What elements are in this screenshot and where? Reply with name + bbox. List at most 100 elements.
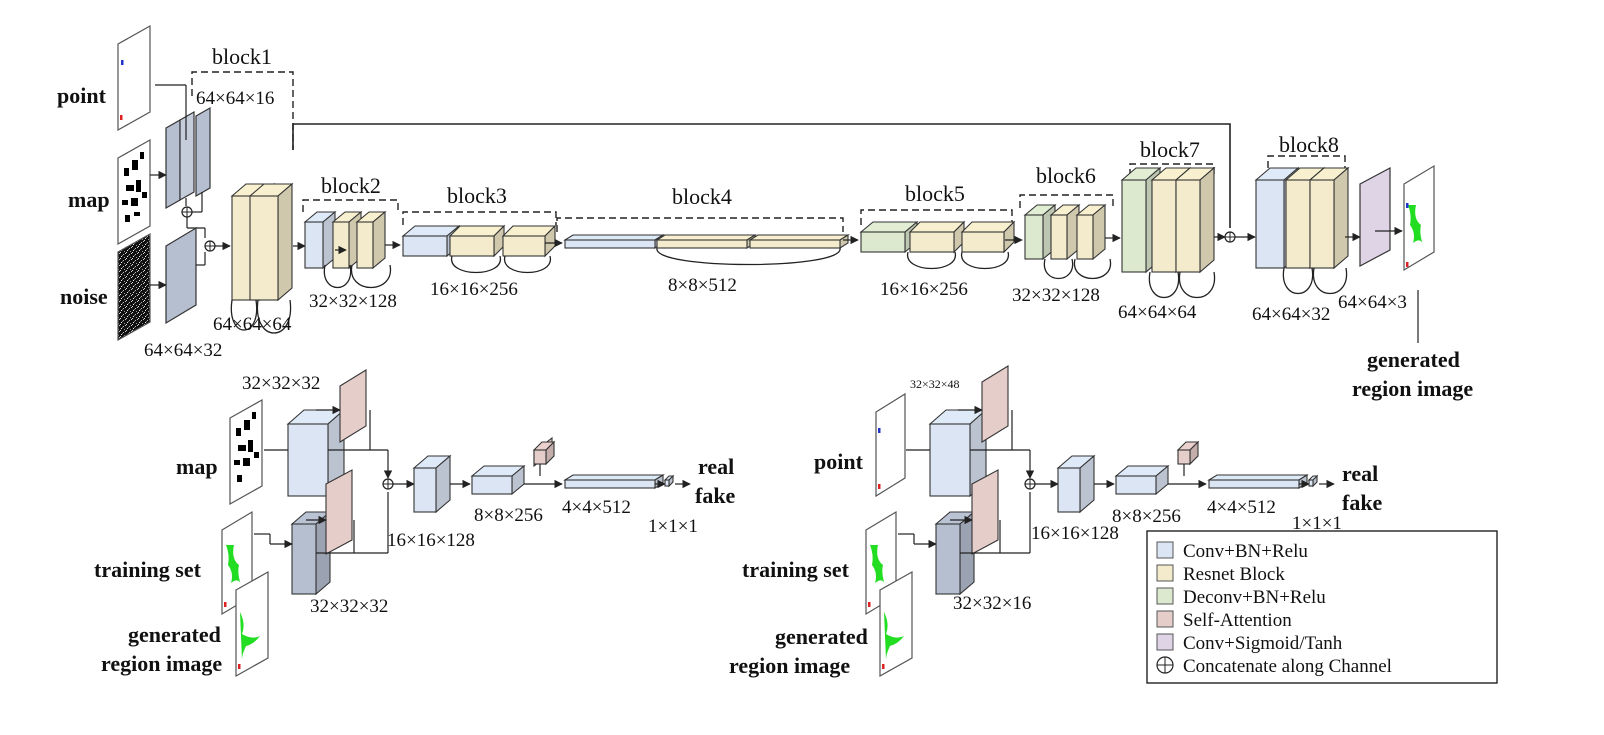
block7-boxes	[1120, 166, 1216, 298]
legend-swatch	[1156, 564, 1174, 582]
disc-left-top-dim: 32×32×32	[242, 373, 320, 394]
conv-box	[1056, 454, 1096, 514]
block1-resnet-boxes	[230, 182, 294, 334]
conv-box	[1114, 464, 1170, 496]
block6-bracket	[1019, 194, 1114, 208]
disc-left-boxes	[254, 369, 691, 596]
disc-left-map-image	[229, 398, 263, 506]
disc-right-fake-label: fake	[1342, 490, 1383, 515]
disc-right-real-label: real	[1342, 461, 1378, 486]
input-label-noise: noise	[60, 284, 108, 309]
block3-dim-label: 16×16×256	[430, 279, 518, 300]
disc-right-top-dim: 32×32×48	[910, 377, 960, 391]
conv-box	[303, 210, 337, 270]
resnet-box	[448, 224, 506, 258]
resnet-box	[655, 234, 757, 249]
generated-output-image	[1403, 164, 1435, 272]
attention-plane	[339, 369, 367, 443]
disc-left-real-label: real	[698, 454, 734, 479]
block5-label: block5	[905, 181, 965, 206]
legend-swatch	[1156, 587, 1174, 605]
legend-label: Deconv+BN+Relu	[1183, 587, 1326, 608]
block5-dim-label: 16×16×256	[880, 279, 968, 300]
map-input-image	[117, 138, 151, 246]
deconv-box	[859, 220, 919, 254]
legend-item: Concatenate along Channel	[1156, 656, 1392, 677]
legend-swatch	[1156, 541, 1174, 559]
legend-label: Conv+BN+Relu	[1183, 541, 1308, 562]
block4-dim-label: 8×8×512	[668, 275, 737, 296]
noise-input-image	[117, 232, 151, 342]
input-label-map: map	[68, 187, 110, 212]
block4-boxes	[563, 234, 859, 266]
concat-circle	[1024, 478, 1036, 490]
conv-planes-point-map	[165, 106, 211, 210]
legend-item: Deconv+BN+Relu	[1156, 587, 1326, 608]
disc-left-generated-line2: region image	[101, 651, 222, 676]
block8-label: block8	[1279, 132, 1339, 157]
block1-out-dim-label: 64×64×64	[213, 314, 292, 335]
block1-dim-label: 64×64×16	[196, 88, 274, 109]
disc-right-bottom-dim: 32×32×16	[953, 593, 1031, 614]
conv-box	[563, 474, 665, 489]
block2-label: block2	[321, 173, 381, 198]
conv-box	[1307, 474, 1319, 488]
disc-left-c2-dim: 8×8×256	[474, 505, 543, 526]
resnet-box	[748, 234, 850, 249]
block8-dim-label: 64×64×32	[1252, 304, 1330, 325]
input-label-point: point	[57, 83, 107, 108]
concat-icon	[1156, 656, 1174, 674]
disc-right-c2-dim: 8×8×256	[1112, 506, 1181, 527]
disc-right-c4-dim: 1×1×1	[1292, 513, 1342, 534]
legend-item: Self-Attention	[1156, 610, 1292, 631]
disc-left-training-label: training set	[94, 557, 202, 582]
sigmoid-output-plane	[1359, 167, 1391, 267]
disc-right-generated-line1: generated	[775, 624, 868, 649]
skip-connection-line	[292, 123, 1231, 228]
block5-boxes	[859, 220, 1023, 270]
block3-bracket	[402, 211, 557, 225]
disc-left-bottom-dim: 32×32×32	[310, 596, 388, 617]
block6-label: block6	[1036, 163, 1096, 188]
concat-circle	[382, 478, 394, 490]
block1-bracket	[191, 71, 294, 150]
resnet-box	[1049, 203, 1081, 261]
legend-item: Conv+Sigmoid/Tanh	[1156, 633, 1343, 654]
resnet-box	[1308, 166, 1350, 270]
resnet-box	[908, 220, 966, 254]
conv-box	[286, 408, 346, 498]
disc-left-generated-line1: generated	[128, 622, 221, 647]
conv-box	[563, 234, 665, 249]
resnet-box	[1174, 166, 1216, 274]
block7-dim-label: 64×64×64	[1118, 302, 1197, 323]
disc-left-map-label: map	[176, 454, 218, 479]
legend-swatch	[1156, 610, 1174, 628]
conv-box	[470, 464, 526, 496]
noise-conv-plane	[165, 226, 197, 325]
noise-dim-label: 64×64×32	[144, 340, 222, 361]
block6-boxes	[1023, 203, 1121, 280]
block2-dim-label: 32×32×128	[309, 291, 397, 312]
conv-box	[663, 474, 675, 488]
concat-circle-2	[204, 240, 216, 252]
attention-plane	[971, 469, 999, 555]
conv-box	[1207, 474, 1309, 489]
block1-label: block1	[212, 44, 272, 69]
disc-right-point-image	[875, 392, 906, 498]
output-label-line2: region image	[1352, 376, 1473, 401]
resnet-box	[355, 210, 387, 270]
legend-swatch	[1156, 633, 1174, 651]
disc-left-c1-dim: 16×16×128	[387, 530, 475, 551]
legend-frame	[1146, 530, 1498, 684]
disc-right-generated-image	[879, 570, 913, 678]
disc-right-generated-line2: region image	[729, 653, 850, 678]
deconv-box	[1023, 203, 1057, 261]
block6-dim-label: 32×32×128	[1012, 285, 1100, 306]
resnet-box	[1075, 203, 1107, 261]
legend-item: Resnet Block	[1156, 564, 1285, 585]
block4-bracket	[556, 217, 844, 232]
block3-boxes	[401, 224, 563, 274]
block8-bracket	[1267, 155, 1346, 168]
